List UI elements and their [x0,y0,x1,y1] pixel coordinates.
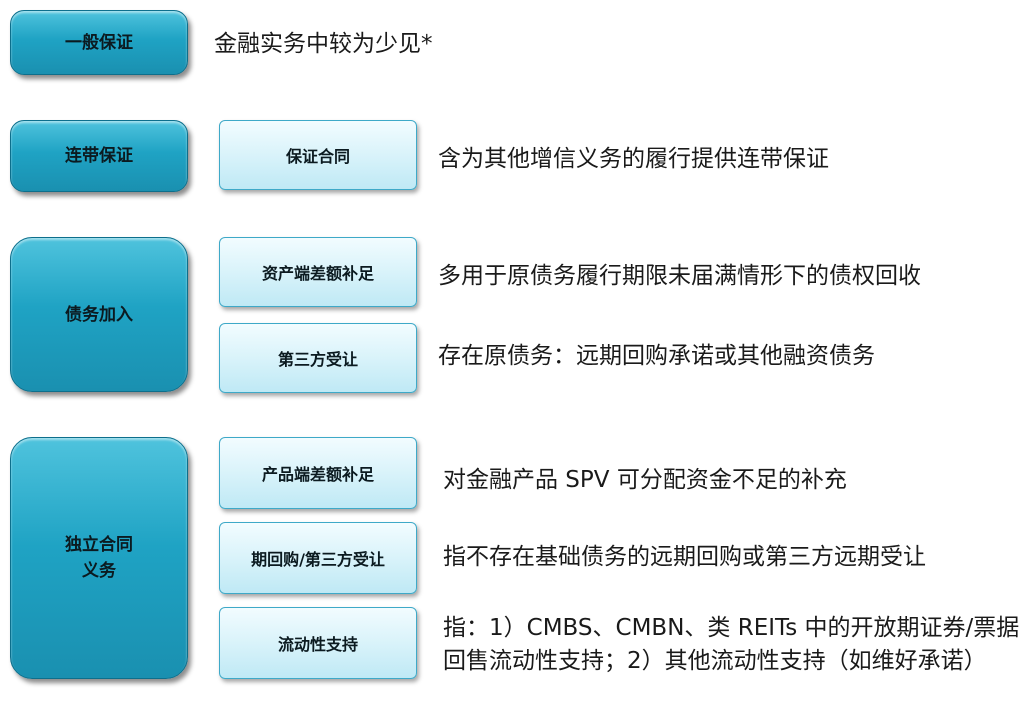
category-debt-joining: 债务加入 [10,237,188,392]
sub-label: 流动性支持 [277,635,358,654]
sub-label: 期回购/第三方受让 [251,550,385,569]
sub-third-party-transfer: 第三方受让 [219,323,417,393]
sub-product-shortfall: 产品端差额补足 [219,437,417,509]
sub-guarantee-contract: 保证合同 [219,120,417,190]
sub-liquidity-support: 流动性支持 [219,607,417,679]
description-asset-shortfall: 多用于原债务履行期限未届满情形下的债权回收 [438,263,921,289]
category-independent-contract: 独立合同 义务 [10,437,188,679]
description-guarantee-contract: 含为其他增信义务的履行提供连带保证 [438,146,829,172]
description-product-shortfall: 对金融产品 SPV 可分配资金不足的补充 [443,467,847,493]
description-forward-repurchase: 指不存在基础债务的远期回购或第三方远期受让 [443,544,926,570]
category-label: 连带保证 [65,146,133,166]
sub-label: 产品端差额补足 [261,465,374,484]
sub-label: 第三方受让 [277,350,358,369]
category-joint-guarantee: 连带保证 [10,120,188,192]
category-general-guarantee: 一般保证 [10,10,188,75]
sub-label: 资产端差额补足 [261,264,374,283]
sub-label: 保证合同 [285,147,350,166]
category-label-line1: 独立合同 [65,535,133,555]
category-label: 一般保证 [65,32,133,53]
category-label: 债务加入 [65,304,133,325]
description-liquidity-support: 指：1）CMBS、CMBN、类 REITs 中的开放期证券/票据回售流动性支持；… [443,615,1020,674]
sub-asset-shortfall: 资产端差额补足 [219,237,417,307]
category-label-line2: 义务 [82,561,116,581]
sub-forward-repurchase: 期回购/第三方受让 [219,522,417,594]
description-general-guarantee: 金融实务中较为少见* [214,31,433,57]
description-third-party-transfer: 存在原债务：远期回购承诺或其他融资债务 [438,343,875,369]
